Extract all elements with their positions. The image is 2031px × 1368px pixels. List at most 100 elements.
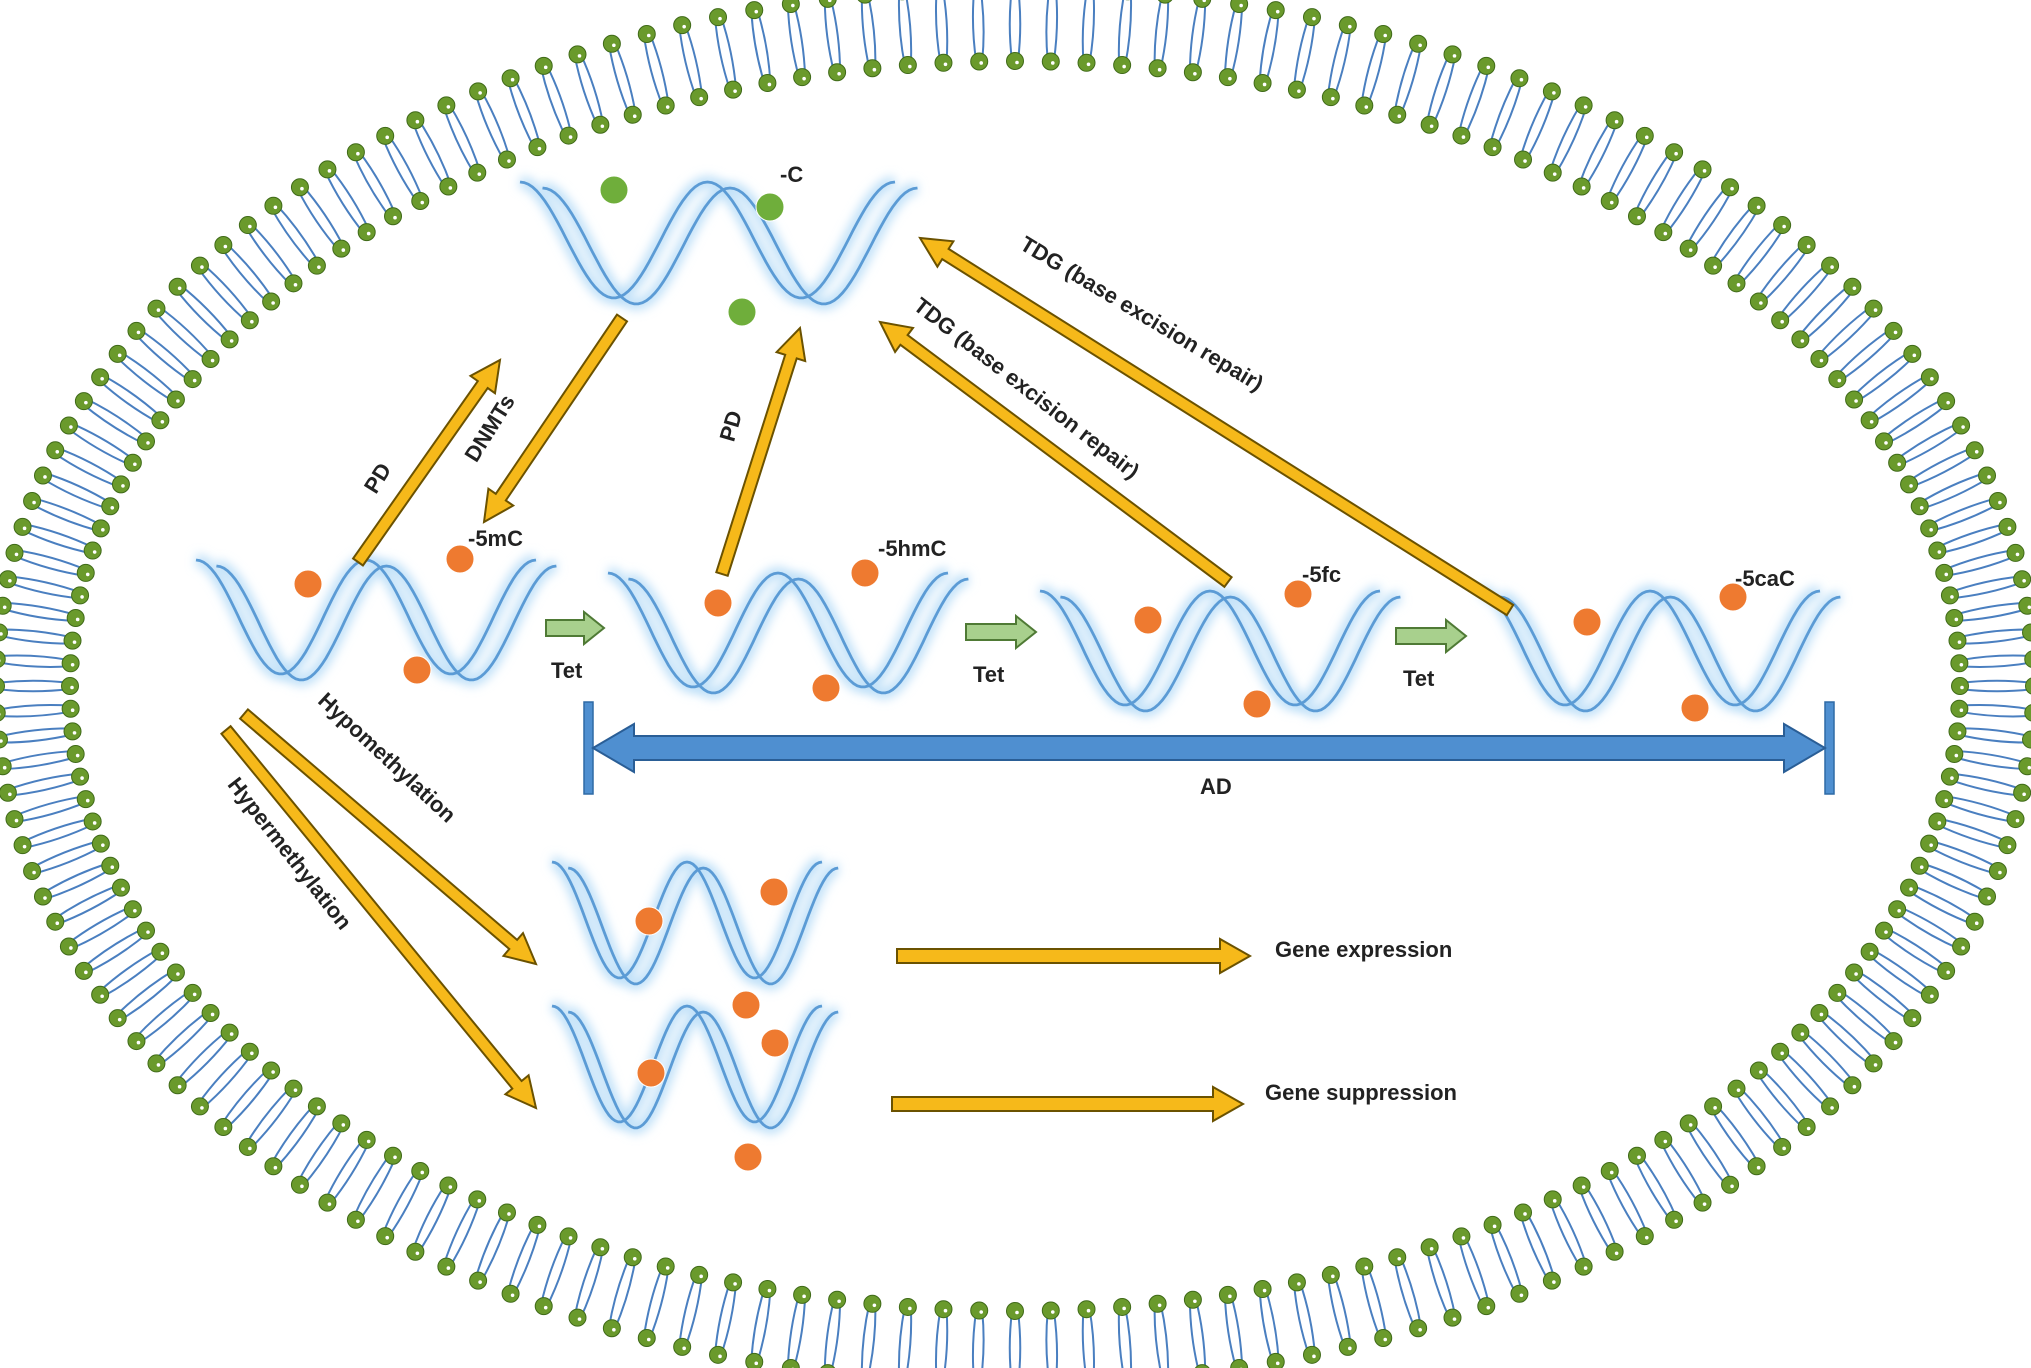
lipid-tail (1690, 1121, 1734, 1184)
lipid-pair (406, 1176, 458, 1261)
lipid-pair (1910, 856, 1997, 906)
lipid-head-highlight (1637, 215, 1641, 220)
lipid-head-highlight (1492, 1224, 1497, 1229)
lipid-tail (1957, 727, 2031, 738)
lipid-head-highlight (1730, 186, 1734, 191)
lipid-head-highlight (248, 1146, 252, 1151)
lipid-pair (1948, 623, 2031, 650)
lipid-head-highlight (92, 550, 97, 554)
hypermethylation-arrow (219, 724, 538, 1110)
lipid-head (290, 1175, 309, 1194)
lipid-pair (0, 677, 79, 695)
lipid-head (290, 178, 309, 197)
lipid-head-highlight (100, 994, 104, 999)
lipid-tail (1332, 1273, 1352, 1347)
lipid-head-highlight (420, 1170, 425, 1175)
lipid-tail (1948, 778, 2022, 797)
lipid-head-highlight (1552, 1280, 1556, 1284)
label-ad: AD (1200, 774, 1232, 799)
lipid-head-highlight (1736, 283, 1741, 287)
lipid-head-highlight (1348, 24, 1352, 29)
lipid-head-highlight (317, 265, 321, 269)
lipid-head (1845, 963, 1864, 982)
lipid-head-highlight (837, 71, 841, 76)
lipid-tail (1045, 0, 1050, 62)
tdg-arrow-outer (918, 236, 1515, 617)
lipid-tail (220, 246, 270, 305)
lipid-pair (1920, 834, 2007, 881)
hypomethylation-arrow (238, 707, 538, 966)
lipid-head-highlight (1275, 1361, 1280, 1366)
lipid-pair (1727, 1079, 1792, 1156)
lipid-tail (1801, 1029, 1856, 1084)
lipid-head-highlight (1954, 753, 1959, 758)
lipid-head-highlight (1202, 0, 1207, 3)
lipid-pair (1828, 321, 1903, 389)
lipid-tail (56, 446, 123, 483)
lipid-head-highlight (1919, 505, 1924, 510)
lipid-head (1747, 1157, 1766, 1176)
lipid-tail (296, 188, 340, 251)
lipid-head-highlight (979, 1310, 984, 1314)
lipid-head (307, 256, 326, 275)
lipid-head (1148, 59, 1167, 78)
lipid-head-highlight (908, 1306, 912, 1311)
pd-arrow-middle (715, 325, 807, 578)
lipid-pair (13, 517, 102, 560)
lipid-head (108, 1009, 127, 1028)
lipid-head (1041, 1301, 1060, 1320)
lipid-head-highlight (0, 632, 3, 636)
lipid-pair (108, 344, 185, 409)
lipid-head-highlight (72, 640, 77, 644)
lipid-head-highlight (1239, 3, 1243, 8)
lipid-head-highlight (70, 708, 75, 713)
lipid-head-highlight (1854, 399, 1858, 403)
lipid-head-highlight (1452, 1317, 1457, 1321)
lipid-head (101, 497, 120, 516)
lipid-pair (534, 1227, 578, 1316)
lipid-head (1113, 1297, 1132, 1316)
lipid-head-highlight (837, 1299, 841, 1304)
lipid-head (1791, 330, 1810, 349)
lipid-head-highlight (665, 105, 670, 109)
lipid-head (2022, 623, 2031, 642)
lipid-tail (70, 422, 135, 461)
lipid-head (1355, 1257, 1374, 1276)
lipid-head (934, 53, 953, 72)
lipid-head (127, 1032, 146, 1051)
methyl-group-dot (1242, 689, 1272, 719)
lipid-head (1510, 69, 1529, 88)
dna-strand (519, 180, 896, 300)
lipid-tail (474, 92, 506, 162)
lipid-pair (437, 96, 487, 182)
lipid-head-highlight (1331, 1274, 1335, 1279)
lipid-head (147, 299, 166, 318)
lipid-pair (346, 1146, 403, 1229)
lipid-tail (1755, 242, 1806, 301)
lipid-head-highlight (802, 76, 806, 81)
lipid-head-highlight (612, 43, 616, 48)
lipid-head (898, 1297, 917, 1316)
lipid-tail (1117, 0, 1125, 65)
lipid-head (318, 1193, 337, 1212)
lipid-head-highlight (110, 865, 115, 870)
lipid-head (127, 321, 146, 340)
lipid-tail (1264, 1288, 1280, 1362)
lipid-head-highlight (1909, 887, 1913, 891)
lipid-head (1600, 1161, 1619, 1180)
lipid-head (0, 623, 8, 642)
lipid-head-highlight (1759, 1070, 1763, 1074)
lipid-head-highlight (1193, 1299, 1197, 1304)
lipid-head (1483, 1215, 1502, 1234)
lipid-head (534, 56, 553, 75)
lipid-head (781, 0, 800, 14)
lipid-head-highlight (1854, 972, 1858, 976)
lipid-head (1910, 497, 1929, 516)
lipid-tail (1917, 867, 1987, 901)
lipid-pair (1791, 1023, 1862, 1095)
lipid-head-highlight (2, 605, 7, 610)
lipid-head (1287, 80, 1306, 99)
lipid-head (1965, 441, 1984, 460)
lipid-head (0, 730, 8, 749)
lipid-tail (474, 1210, 506, 1280)
